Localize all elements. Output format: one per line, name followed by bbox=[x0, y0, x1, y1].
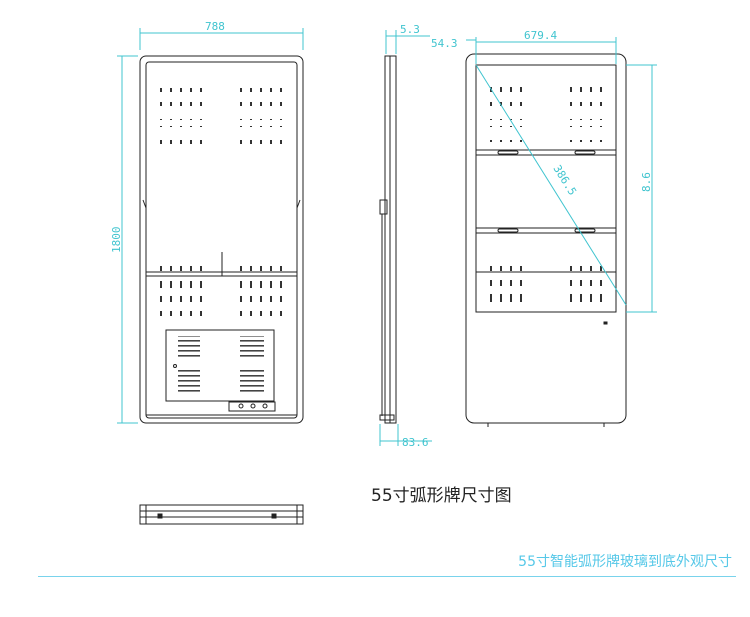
side-dimension-lines bbox=[379, 30, 432, 446]
screen-offset-dimension: 54.3 bbox=[431, 37, 458, 50]
screen-diagonal-dimension: 386.5 bbox=[550, 163, 579, 198]
side-bottom-dimension: 83.6 bbox=[402, 436, 429, 449]
front-height-dimension: 1800 bbox=[110, 227, 123, 254]
back-vents bbox=[484, 87, 608, 302]
side-view bbox=[379, 55, 397, 424]
back-dimension-lines bbox=[466, 37, 657, 313]
front-vents bbox=[157, 88, 285, 394]
footer-title: 55寸智能弧形牌玻璃到底外观尺寸 bbox=[518, 554, 732, 570]
footer-divider bbox=[38, 576, 736, 577]
front-width-dimension: 788 bbox=[205, 20, 225, 33]
back-view bbox=[465, 53, 627, 427]
screen-width-dimension: 679.4 bbox=[524, 29, 557, 42]
side-top-dimension: 5.3 bbox=[400, 23, 420, 36]
front-view bbox=[139, 55, 304, 424]
top-view bbox=[139, 504, 304, 525]
drawing-caption: 55寸弧形牌尺寸图 bbox=[371, 486, 512, 506]
screen-edge-dimension: 8.6 bbox=[640, 172, 653, 192]
front-dimension-lines bbox=[117, 28, 304, 424]
